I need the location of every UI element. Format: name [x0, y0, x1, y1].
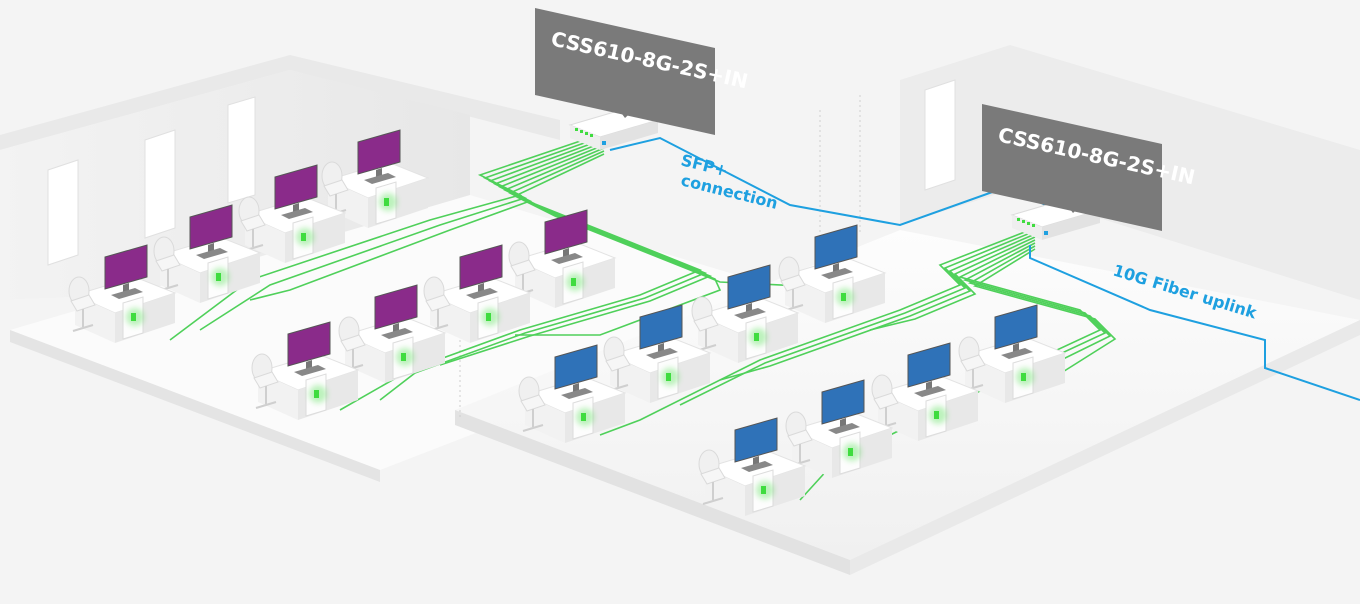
left-floor-edge [10, 330, 380, 482]
left-wall-top [0, 55, 560, 150]
right-floor-side [850, 320, 1360, 575]
window-right [924, 79, 956, 191]
right-floor-edge [455, 410, 850, 575]
fiber-uplink [1029, 245, 1360, 401]
partition-lines [459, 95, 861, 420]
windows-left [47, 96, 256, 266]
